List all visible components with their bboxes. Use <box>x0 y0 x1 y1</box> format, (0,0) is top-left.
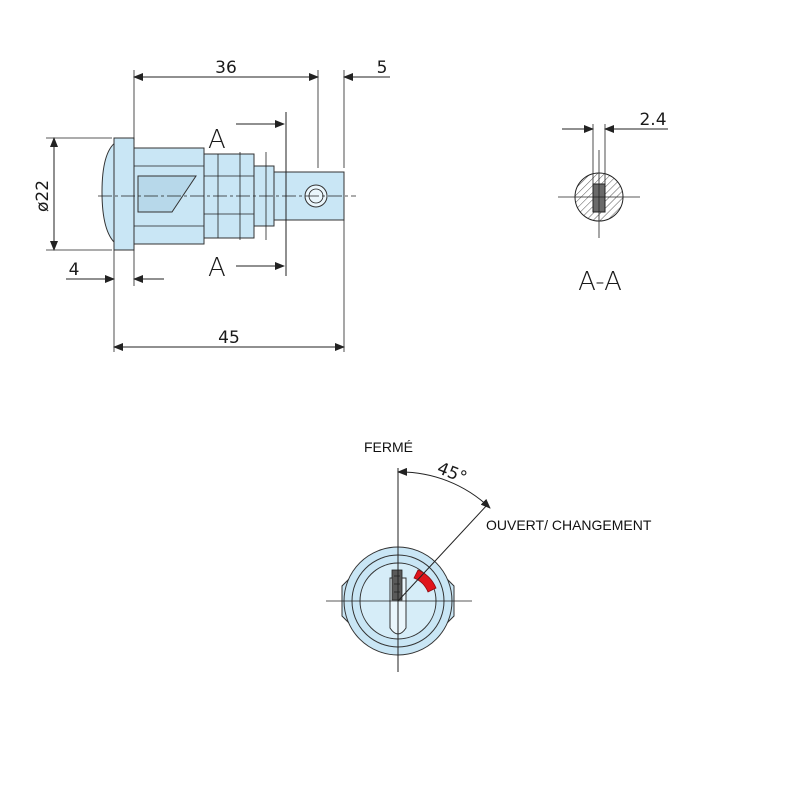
lock-latch <box>137 175 197 213</box>
lock-flange <box>113 137 135 251</box>
side-view: 36 5 ø22 4 45 A A <box>33 58 390 352</box>
dim-label-4: 4 <box>69 260 80 280</box>
section-view: 2.4 A-A <box>558 110 668 297</box>
dim-label-slot: 2.4 <box>639 110 666 130</box>
open-direction-line <box>397 503 489 602</box>
lock-head-dome <box>101 141 117 246</box>
angle-arc <box>397 467 491 509</box>
label-open: OUVERT/ CHANGEMENT <box>486 517 652 533</box>
label-closed: FERMÉ <box>364 439 413 455</box>
dim-label-5: 5 <box>377 58 388 78</box>
angle-label: 45° <box>434 458 469 488</box>
open-position-marker <box>413 569 437 593</box>
section-title: A-A <box>578 267 622 297</box>
front-view: 45° FERMÉ OUVERT/ CHANGEMENT <box>326 439 652 672</box>
dim-label-diameter: ø22 <box>33 180 53 212</box>
dim-label-36: 36 <box>215 58 237 78</box>
dim-label-45: 45 <box>218 328 240 348</box>
keyway-insert <box>391 569 403 601</box>
section-mark-top: A <box>208 125 226 155</box>
section-mark-bottom: A <box>208 253 226 283</box>
